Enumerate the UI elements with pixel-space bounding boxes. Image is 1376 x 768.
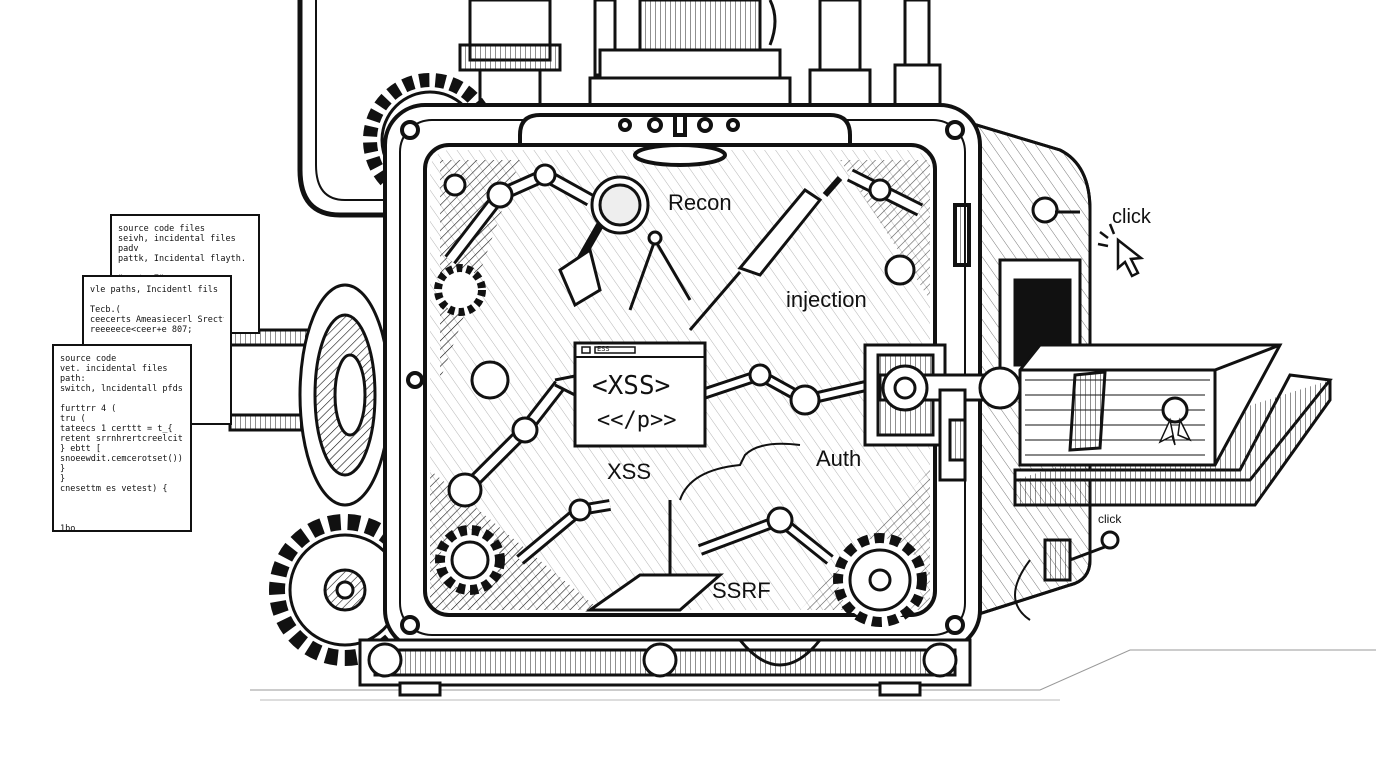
floor-shadow xyxy=(250,649,1376,701)
document-line: tru ( xyxy=(60,414,86,424)
click-label-top: click xyxy=(1112,206,1151,228)
document-line xyxy=(90,295,224,305)
document-line: tateecs 1 certtt = t_{ xyxy=(60,424,173,434)
document-line: padv xyxy=(118,244,139,254)
left-axle xyxy=(228,283,392,507)
screen-line-1: <XSS> xyxy=(592,371,671,401)
document-line: } xyxy=(60,464,66,474)
document-line: } xyxy=(60,474,66,484)
document-line: pattk, Incidental flayth. xyxy=(118,254,246,264)
machine-base xyxy=(358,638,972,697)
click-lever xyxy=(1014,530,1120,621)
stage-label-auth: Auth xyxy=(816,446,862,471)
xss-screen xyxy=(573,341,707,448)
document-line: snoeewdit.cemcerotset()); xyxy=(60,454,184,464)
document-line: 1bo xyxy=(60,524,76,532)
document-line xyxy=(60,494,184,504)
document-line: vle paths, Incidentl fils xyxy=(90,285,218,295)
document-line: reeeeece<ceer+e 807; xyxy=(90,325,193,335)
document-line xyxy=(60,504,184,514)
screen-title: ESS xyxy=(597,345,610,353)
robot-arms xyxy=(434,163,927,627)
cursor-icon xyxy=(1097,223,1145,278)
click-label-bottom: click xyxy=(1098,512,1122,526)
document-line: Tecb.( xyxy=(90,305,121,315)
output-tray xyxy=(1013,343,1333,507)
document-line: vet. incidental files xyxy=(60,364,168,374)
stage-label-ssrf: SSRF xyxy=(712,578,771,603)
document-line: cnesettm es vetest) { xyxy=(60,484,168,494)
screen-line-2: <</p>> xyxy=(597,408,677,433)
document-line: path: xyxy=(60,374,86,384)
document-line: retent srrnhrertcreelcit(); xyxy=(60,434,184,444)
document-line xyxy=(60,514,184,524)
document-line: } ebtt [ xyxy=(60,444,101,454)
stage-label-injection: injection xyxy=(786,287,867,312)
document-line: switch, lncidentall pfds xyxy=(60,384,183,394)
document-line xyxy=(118,264,252,274)
document-line: seivh, incidental files xyxy=(118,234,236,244)
document-line: ceecerts Ameasiecerl Srectt() { xyxy=(90,315,224,325)
clamp-mechanism xyxy=(863,343,1022,482)
document-line: source code files xyxy=(118,224,205,234)
stage-label-xss: XSS xyxy=(607,459,652,484)
stage-label-recon: Recon xyxy=(668,190,732,215)
document-line xyxy=(60,394,184,404)
document-line: furttrr 4 ( xyxy=(60,404,117,414)
document-line: source code xyxy=(60,354,117,364)
